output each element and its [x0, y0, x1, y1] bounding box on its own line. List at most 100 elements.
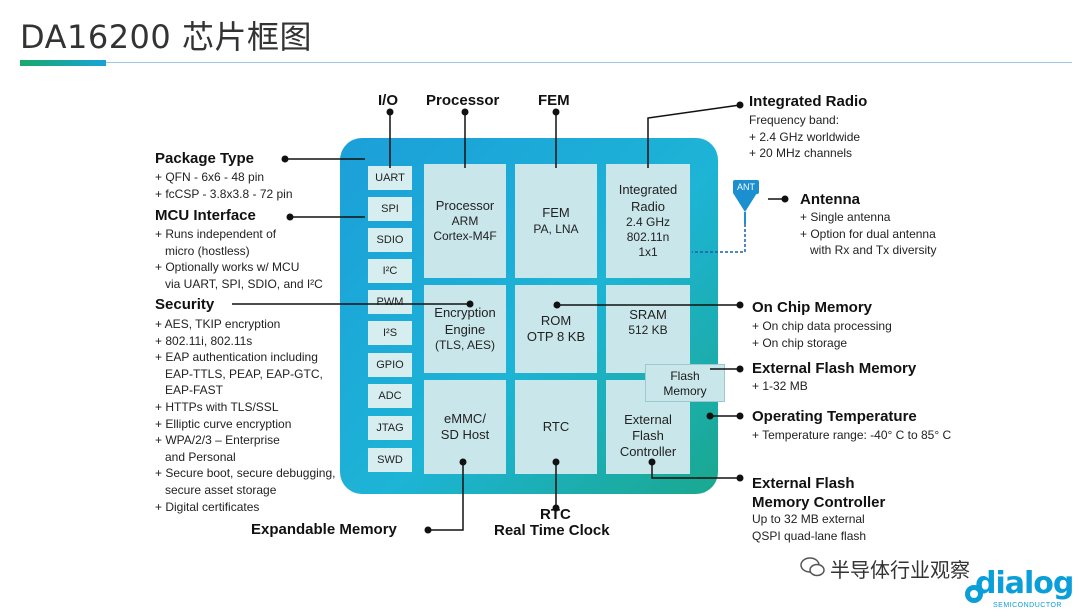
external-flash-controller-list: Up to 32 MB external QSPI quad-lane flas…	[752, 511, 866, 544]
label-fem: FEM	[538, 92, 570, 109]
block-rom-l1: ROM	[540, 312, 572, 328]
antenna-feed-line	[692, 224, 746, 253]
block-processor: Processor ARM Cortex-M4F	[424, 164, 506, 278]
block-encryption-l3: (TLS, AES)	[434, 337, 496, 352]
label-rtc: RTC	[540, 506, 571, 523]
security-item: EAP-TTLS, PEAP, EAP-GTC,	[165, 366, 323, 381]
heading-security: Security	[155, 296, 215, 313]
block-sram-l1: SRAM	[629, 307, 667, 322]
extctrl-heading-line2: Memory Controller	[752, 494, 886, 511]
heading-integrated-radio: Integrated Radio	[749, 93, 868, 110]
block-rom-l2: OTP 8 KB	[526, 329, 586, 344]
security-item: and Personal	[165, 449, 236, 464]
temp-item: + Temperature range: -40° C to 85° C	[752, 428, 952, 442]
block-emmc-l1: eMMC/	[444, 410, 486, 426]
antenna-list: + Single antenna + Option for dual anten…	[800, 209, 937, 259]
io-uart: UART	[368, 166, 412, 190]
io-gpio: GPIO	[368, 353, 412, 377]
extflash-item: + 1-32 MB	[752, 379, 808, 393]
block-radio-l2: 802.11n	[626, 229, 670, 244]
antenna-item: + Single antenna	[800, 210, 891, 224]
block-rom: ROM OTP 8 KB	[515, 285, 597, 373]
block-radio-l3: 1x1	[638, 244, 658, 259]
heading-package-type: Package Type	[155, 150, 254, 167]
antenna-icon	[733, 193, 757, 212]
mcu-item: micro (hostless)	[165, 243, 250, 258]
block-encryption: Encryption Engine (TLS, AES)	[424, 285, 506, 373]
mcu-interface-list: + Runs independent of micro (hostless) +…	[155, 226, 323, 292]
block-radio: Integrated Radio 2.4 GHz 802.11n 1x1	[606, 164, 690, 278]
block-emmc: eMMC/ SD Host	[424, 380, 506, 474]
block-ext-flash-ctrl-l1: External	[624, 411, 672, 427]
heading-operating-temperature: Operating Temperature	[752, 408, 917, 425]
block-emmc-l2: SD Host	[440, 427, 490, 442]
io-swd: SWD	[368, 448, 412, 472]
on-chip-memory-list: + On chip data processing + On chip stor…	[752, 318, 892, 351]
block-flash-memory-l2: Memory	[663, 384, 707, 398]
extctrl-heading-line1: External Flash	[752, 475, 855, 492]
extctrl-item: QSPI quad-lane flash	[752, 528, 867, 543]
io-i2s: I²S	[368, 321, 412, 345]
security-item: + WPA/2/3 – Enterprise	[155, 433, 280, 448]
io-adc: ADC	[368, 384, 412, 408]
block-sram: SRAM 512 KB	[606, 285, 690, 373]
block-fem-title: FEM	[542, 205, 570, 221]
block-encryption-l1: Encryption	[434, 305, 496, 321]
line-expandable	[428, 462, 464, 531]
label-expandable-memory: Expandable Memory	[251, 521, 397, 538]
ant-badge: ANT	[733, 180, 759, 194]
block-fem: FEM PA, LNA	[515, 164, 597, 278]
block-processor-title: Processor	[435, 197, 495, 213]
antenna-item: with Rx and Tx diversity	[810, 243, 937, 258]
security-list: + AES, TKIP encryption + 802.11i, 802.11…	[155, 316, 335, 515]
radio-item: + 20 MHz channels	[749, 146, 853, 161]
label-io: I/O	[378, 92, 399, 109]
block-ext-flash-ctrl-l3: Controller	[619, 444, 677, 460]
block-rtc: RTC	[515, 380, 597, 474]
security-item: + Digital certificates	[155, 499, 260, 514]
title-divider	[106, 62, 1072, 63]
block-processor-l2: Cortex-M4F	[433, 229, 497, 244]
mcu-item: + Runs independent of	[155, 227, 277, 241]
block-radio-title1: Integrated	[618, 182, 678, 198]
block-processor-l1: ARM	[451, 214, 479, 229]
heading-mcu-interface: MCU Interface	[155, 207, 256, 224]
io-spi: SPI	[368, 197, 412, 221]
radio-item: Frequency band:	[749, 113, 840, 127]
mcu-item: + Optionally works w/ MCU	[155, 260, 300, 275]
security-item: + 802.11i, 802.11s	[155, 333, 253, 348]
package-type-list: + QFN - 6x6 - 48 pin + fcCSP - 3.8x3.8 -…	[155, 169, 293, 202]
onchip-item: + On chip storage	[752, 335, 848, 350]
watermark-text: 半导体行业观察	[830, 558, 970, 582]
package-item: + QFN - 6x6 - 48 pin	[155, 170, 265, 184]
dialog-logo-sub: SEMICONDUCTOR	[993, 602, 1062, 609]
label-real-time-clock: Real Time Clock	[494, 522, 610, 539]
block-rtc-l1: RTC	[542, 418, 570, 434]
line-extctrl	[651, 462, 740, 479]
security-item: + HTTPs with TLS/SSL	[155, 399, 279, 414]
security-item: + AES, TKIP encryption	[155, 317, 281, 331]
block-flash-memory: Flash Memory	[645, 364, 725, 402]
dialog-logo-word: dialog	[975, 566, 1074, 601]
heading-external-flash-memory: External Flash Memory	[752, 360, 917, 377]
block-radio-title2: Radio	[631, 198, 665, 214]
io-sdio: SDIO	[368, 228, 412, 252]
heading-antenna: Antenna	[800, 191, 860, 208]
antenna-item: + Option for dual antenna	[800, 226, 936, 241]
security-item: + Elliptic curve encryption	[155, 416, 292, 431]
external-flash-memory-list: + 1-32 MB	[752, 378, 808, 395]
onchip-item: + On chip data processing	[752, 319, 892, 333]
operating-temperature-list: + Temperature range: -40° C to 85° C	[752, 427, 951, 444]
block-encryption-l2: Engine	[444, 321, 486, 337]
security-item: + Secure boot, secure debugging,	[155, 466, 336, 481]
block-sram-l2: 512 KB	[628, 323, 668, 338]
heading-external-flash-controller: External Flash Memory Controller	[752, 474, 885, 512]
line-radio	[647, 104, 741, 168]
security-item: EAP-FAST	[165, 383, 224, 398]
io-jtag: JTAG	[368, 416, 412, 440]
security-item: + EAP authentication including	[155, 350, 318, 365]
block-fem-l1: PA, LNA	[533, 221, 579, 236]
label-processor: Processor	[426, 92, 500, 109]
title-accent-bar	[20, 60, 106, 66]
block-radio-l1: 2.4 GHz	[625, 214, 670, 229]
